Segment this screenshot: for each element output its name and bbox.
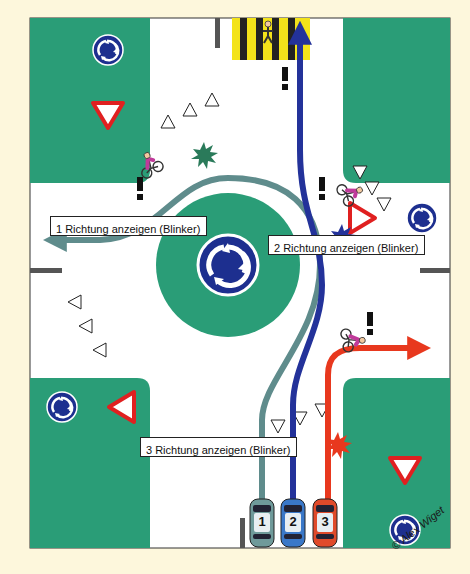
callout-number: 2 <box>280 515 306 529</box>
callout-number: 3 <box>312 515 338 529</box>
note-text: 2 Richtung anzeigen (Blinker) <box>274 241 418 255</box>
car: 2 <box>280 498 306 548</box>
callout-box: 1 Richtung anzeigen (Blinker) <box>50 216 207 236</box>
callout-box: 2 Richtung anzeigen (Blinker) <box>268 235 425 255</box>
note-text: 3 Richtung anzeigen (Blinker) <box>146 443 290 457</box>
callout-number: 1 <box>249 515 275 529</box>
callout-box: 3 Richtung anzeigen (Blinker) <box>140 437 297 457</box>
car: 1 <box>249 498 275 548</box>
car: 3 <box>312 498 338 548</box>
note-text: 1 Richtung anzeigen (Blinker) <box>56 222 200 236</box>
